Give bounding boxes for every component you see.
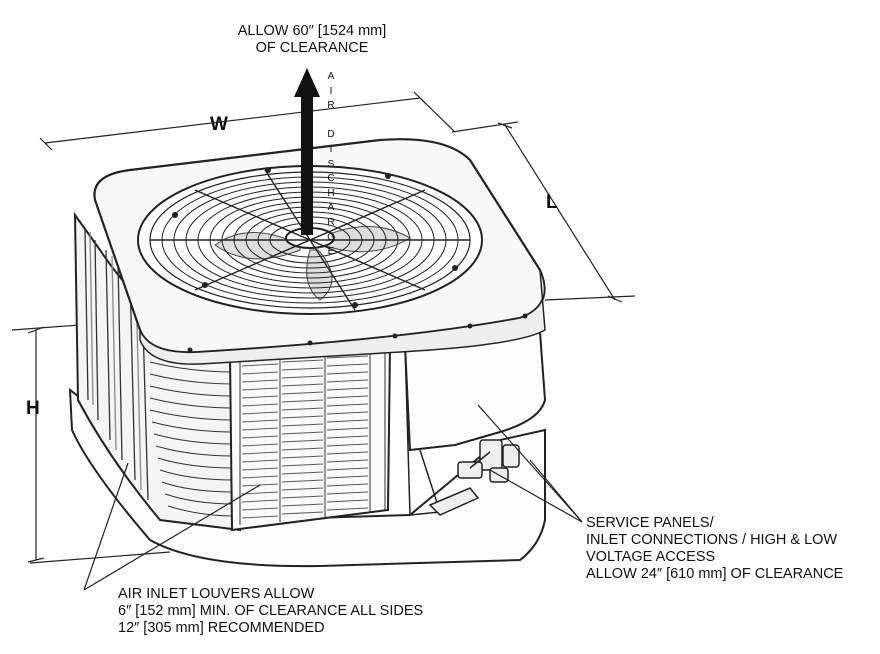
top-clearance-line-1: ALLOW 60″ [1524 mm] bbox=[237, 23, 387, 39]
air-discharge-letter: G bbox=[327, 231, 335, 243]
air-discharge-letter: C bbox=[327, 173, 335, 185]
grille-bolts bbox=[172, 167, 458, 308]
air-discharge-letter: E bbox=[327, 246, 335, 258]
air-discharge-arrow bbox=[294, 68, 320, 235]
air-discharge-letter bbox=[325, 114, 337, 129]
service-panels-label: SERVICE PANELS/ INLET CONNECTIONS / HIGH… bbox=[586, 515, 843, 583]
height-label: H bbox=[26, 398, 40, 419]
air-inlet-line-2: 6″ [152 mm] MIN. OF CLEARANCE ALL SIDES bbox=[118, 603, 424, 619]
width-label: W bbox=[210, 114, 228, 135]
air-discharge-letter: A bbox=[327, 71, 335, 82]
air-discharge-letter: S bbox=[327, 158, 335, 170]
service-panels-line-2: INLET CONNECTIONS / HIGH & LOW bbox=[586, 532, 838, 548]
service-panels-line-1: SERVICE PANELS/ bbox=[586, 515, 714, 531]
top-shroud-edge bbox=[139, 269, 546, 365]
leader-lines bbox=[83, 404, 583, 591]
top-clearance-line-2: OF CLEARANCE bbox=[255, 40, 369, 56]
air-discharge-letter: I bbox=[329, 85, 333, 97]
service-panels-line-4: ALLOW 24″ [610 mm] OF CLEARANCE bbox=[586, 566, 844, 582]
length-label: L bbox=[546, 192, 558, 213]
service-panels-line-3: VOLTAGE ACCESS bbox=[586, 549, 716, 565]
air-discharge-letter: R bbox=[327, 100, 335, 112]
corner-coil bbox=[149, 349, 236, 517]
air-inlet-line-1: AIR INLET LOUVERS ALLOW bbox=[118, 586, 315, 602]
top-clearance-label: ALLOW 60″ [1524 mm] OF CLEARANCE bbox=[232, 23, 392, 57]
air-inlet-line-3: 12″ [305 mm] RECOMMENDED bbox=[118, 620, 325, 636]
air-discharge-letter: H bbox=[327, 187, 335, 199]
front-louver-slats bbox=[241, 355, 369, 519]
fan-grille bbox=[149, 169, 471, 311]
air-discharge-letter: R bbox=[327, 216, 335, 228]
air-discharge-letter: A bbox=[327, 202, 335, 214]
air-inlet-label: AIR INLET LOUVERS ALLOW 6″ [152 mm] MIN.… bbox=[118, 586, 423, 637]
air-discharge-letter: D bbox=[327, 129, 335, 141]
service-panel bbox=[403, 330, 547, 452]
length-dimension-line bbox=[419, 97, 636, 303]
shroud-screws bbox=[187, 313, 528, 353]
service-valves bbox=[428, 439, 520, 516]
service-panel-lower bbox=[404, 344, 441, 516]
air-discharge-letter: I bbox=[329, 143, 333, 155]
